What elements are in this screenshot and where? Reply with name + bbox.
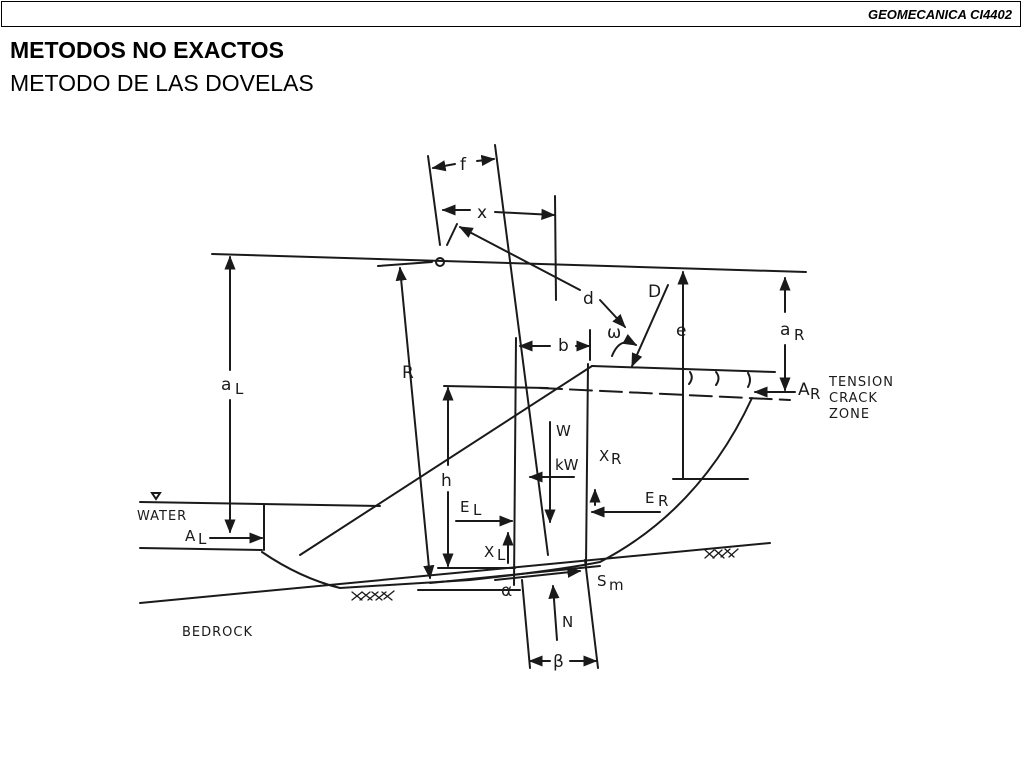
label-ER-sub: R bbox=[658, 492, 668, 510]
course-code: GEOMECANICA CI4402 bbox=[868, 7, 1012, 22]
label-aR: a bbox=[780, 320, 790, 340]
bedrock-hatch-right bbox=[704, 548, 739, 559]
slice-left-line bbox=[494, 144, 549, 556]
label-AR-sub: R bbox=[810, 385, 820, 403]
label-XL: X bbox=[484, 543, 494, 561]
crack-1 bbox=[688, 371, 693, 385]
water-left-bank bbox=[139, 547, 263, 551]
crack-3 bbox=[747, 372, 751, 388]
x-dim-right bbox=[494, 208, 556, 220]
title-line1: METODOS NO EXACTOS bbox=[10, 37, 284, 63]
water-symbol bbox=[150, 492, 162, 501]
label-b: b bbox=[558, 336, 569, 356]
R-radius bbox=[395, 266, 435, 580]
label-XR: X bbox=[599, 447, 609, 465]
label-aR-sub: R bbox=[794, 326, 804, 344]
label-beta: β bbox=[553, 652, 564, 672]
label-kW: kW bbox=[555, 456, 579, 474]
R-top-tick bbox=[377, 261, 433, 267]
label-bedrock: BEDROCK bbox=[182, 625, 253, 640]
label-W: W bbox=[556, 422, 571, 440]
label-h: h bbox=[441, 471, 452, 491]
bedrock-line bbox=[139, 542, 771, 604]
label-zone: ZONE bbox=[829, 407, 870, 422]
label-aL-sub: L bbox=[235, 380, 244, 398]
crack-2 bbox=[715, 371, 720, 386]
bedrock-hatch-left bbox=[351, 590, 395, 601]
center-tick bbox=[446, 223, 458, 246]
label-AR: A bbox=[798, 380, 810, 400]
d-arrow bbox=[458, 226, 581, 291]
f-dim-line bbox=[431, 160, 456, 172]
label-f: f bbox=[460, 155, 467, 175]
header-bar: GEOMECANICA CI4402 bbox=[1, 1, 1021, 27]
f-left-tick bbox=[427, 155, 441, 246]
D-force bbox=[631, 284, 669, 368]
label-N: N bbox=[562, 613, 573, 631]
label-EL: E bbox=[460, 498, 469, 516]
label-ER: E bbox=[645, 489, 654, 507]
label-R: R bbox=[402, 363, 414, 383]
crest-line bbox=[591, 365, 776, 373]
label-AL: A bbox=[185, 527, 196, 545]
slope-face bbox=[299, 365, 593, 556]
slice-left-edge bbox=[513, 337, 517, 586]
label-XR-sub: R bbox=[611, 450, 621, 468]
slice-right-lower bbox=[584, 559, 599, 669]
d-arrow-2 bbox=[599, 299, 626, 329]
label-Sm: S bbox=[597, 572, 607, 590]
f-dim-line-right bbox=[476, 154, 496, 167]
slice-right-line bbox=[554, 195, 557, 301]
label-crack: CRACK bbox=[829, 391, 878, 406]
slice-diagonal-lower bbox=[521, 579, 531, 669]
water-surface bbox=[139, 501, 381, 507]
label-Sm-sub: m bbox=[609, 576, 624, 594]
h-top bbox=[443, 385, 549, 389]
center-level-line bbox=[211, 253, 807, 273]
label-omega: ω bbox=[607, 323, 621, 343]
label-AL-sub: L bbox=[198, 530, 207, 548]
label-alpha: α bbox=[501, 581, 512, 601]
label-aL: a bbox=[221, 375, 231, 395]
N-arrow bbox=[548, 584, 560, 641]
label-e: e bbox=[676, 321, 686, 341]
crack-dash-line bbox=[539, 387, 791, 401]
circle-center bbox=[435, 257, 445, 267]
label-water: WATER bbox=[137, 509, 187, 524]
label-EL-sub: L bbox=[473, 501, 482, 519]
label-tension: TENSION bbox=[828, 375, 894, 390]
label-d: d bbox=[583, 289, 594, 309]
label-XL-sub: L bbox=[497, 546, 506, 564]
omega-arc bbox=[611, 333, 638, 357]
label-D: D bbox=[648, 282, 661, 302]
Sm-arrow bbox=[494, 566, 582, 581]
title-line2: METODO DE LAS DOVELAS bbox=[10, 70, 314, 96]
slice-right-edge bbox=[585, 363, 589, 566]
label-x: x bbox=[477, 203, 487, 223]
